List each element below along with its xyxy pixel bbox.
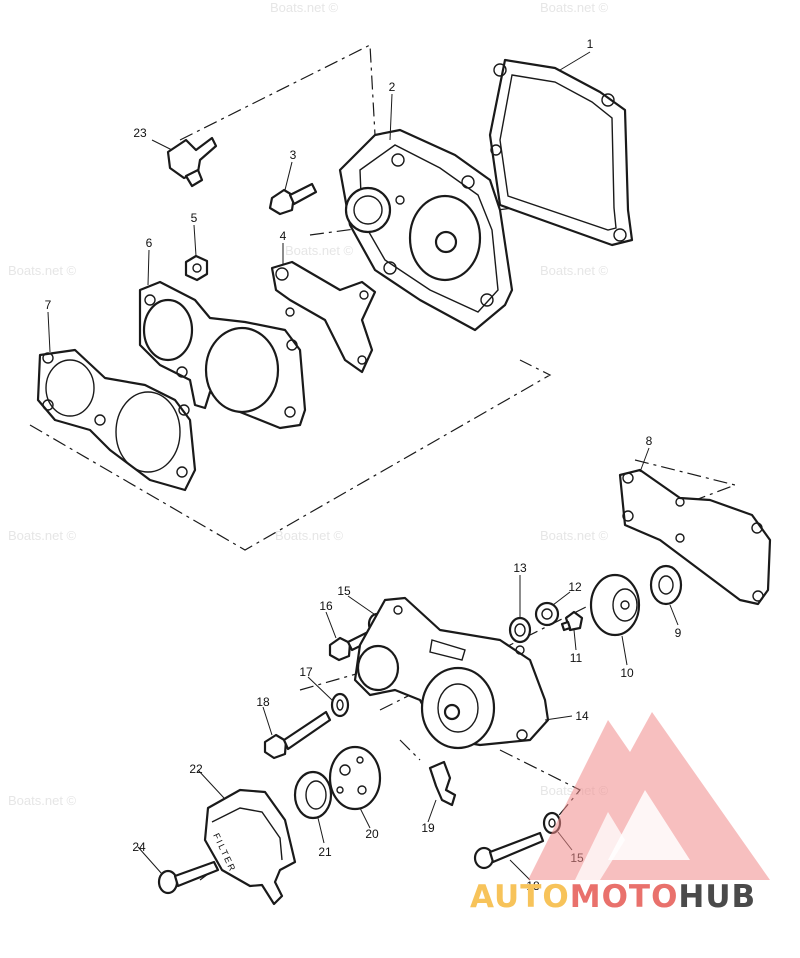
brand-moto: MOTO [570,879,679,915]
part-gasket-8 [618,468,772,606]
part-oring-21 [293,770,333,820]
callout-labels: 1 2 3 4 5 6 7 8 9 10 11 12 13 14 15 15 1… [45,37,682,893]
callout-11: 11 [570,651,583,665]
part-fitting-19 [428,760,457,807]
callout-15-upper: 15 [337,584,351,598]
callout-22: 22 [189,762,203,776]
watermark-text: Boats.net © [8,793,77,808]
watermark-text: Boats.net © [270,0,339,15]
watermark-text: Boats.net © [8,263,77,278]
watermark-text: Boats.net © [285,243,354,258]
part-housing-6 [138,280,307,430]
watermark-text: Boats.net © [275,528,344,543]
logo-triangle-outer-icon [528,712,770,880]
part-pump-body-14 [353,596,550,750]
watermark-text: Boats.net © [540,0,609,15]
watermark-text: Boats.net © [8,528,77,543]
part-gasket-7 [36,348,197,492]
part-bolt-3 [268,182,318,216]
part-pump-body-2 [338,128,514,332]
callout-9: 9 [675,626,682,640]
callout-23: 23 [133,126,147,140]
callout-17: 17 [299,665,313,679]
part-nut-5 [184,254,209,282]
automotohub-logo: AUTOMOTOHUB [470,712,770,915]
part-screw-24 [157,860,220,895]
leader-lines [47,51,679,881]
callout-18-lower: 18 [526,879,540,893]
callout-20: 20 [365,827,379,841]
callout-14: 14 [575,709,589,723]
callout-12: 12 [568,580,582,594]
part-bracket-4 [270,260,377,374]
callout-6: 6 [146,236,153,250]
brand-hub: HUB [678,879,756,915]
callout-21: 21 [318,845,332,859]
callout-10: 10 [620,666,634,680]
brand-wordmark: AUTOMOTOHUB [470,879,756,915]
watermark-text: Boats.net © [540,528,609,543]
callout-13: 13 [513,561,527,575]
part-plate-20 [328,745,382,811]
logo-notch-icon [575,812,625,880]
callout-2: 2 [389,80,396,94]
callout-16: 16 [319,599,333,613]
callout-4: 4 [280,229,287,243]
part-washer-13 [508,616,532,644]
part-cup-10 [589,573,641,637]
part-seal-9 [649,564,683,606]
logo-triangle-inner-icon [608,790,690,860]
part-gear-12 [534,601,560,627]
part-bolt-18-lower [473,831,545,870]
brand-auto: AUTO [470,879,570,915]
watermark-text: Boats.net © [540,263,609,278]
callout-19: 19 [421,821,435,835]
callout-7: 7 [45,298,52,312]
callout-24: 24 [132,840,146,854]
part-screw-11 [560,610,584,632]
part-lockwasher-17 [330,692,350,718]
callout-1: 1 [587,37,594,51]
callout-8: 8 [646,434,653,448]
part-gasket-1 [488,58,634,247]
part-bolt-18-upper [263,710,332,760]
part-filter-cover-22: FILTER [203,788,297,906]
callout-3: 3 [290,148,297,162]
callout-18-upper: 18 [256,695,270,709]
callout-5: 5 [191,211,198,225]
part-elbow-fitting-23 [166,136,218,188]
